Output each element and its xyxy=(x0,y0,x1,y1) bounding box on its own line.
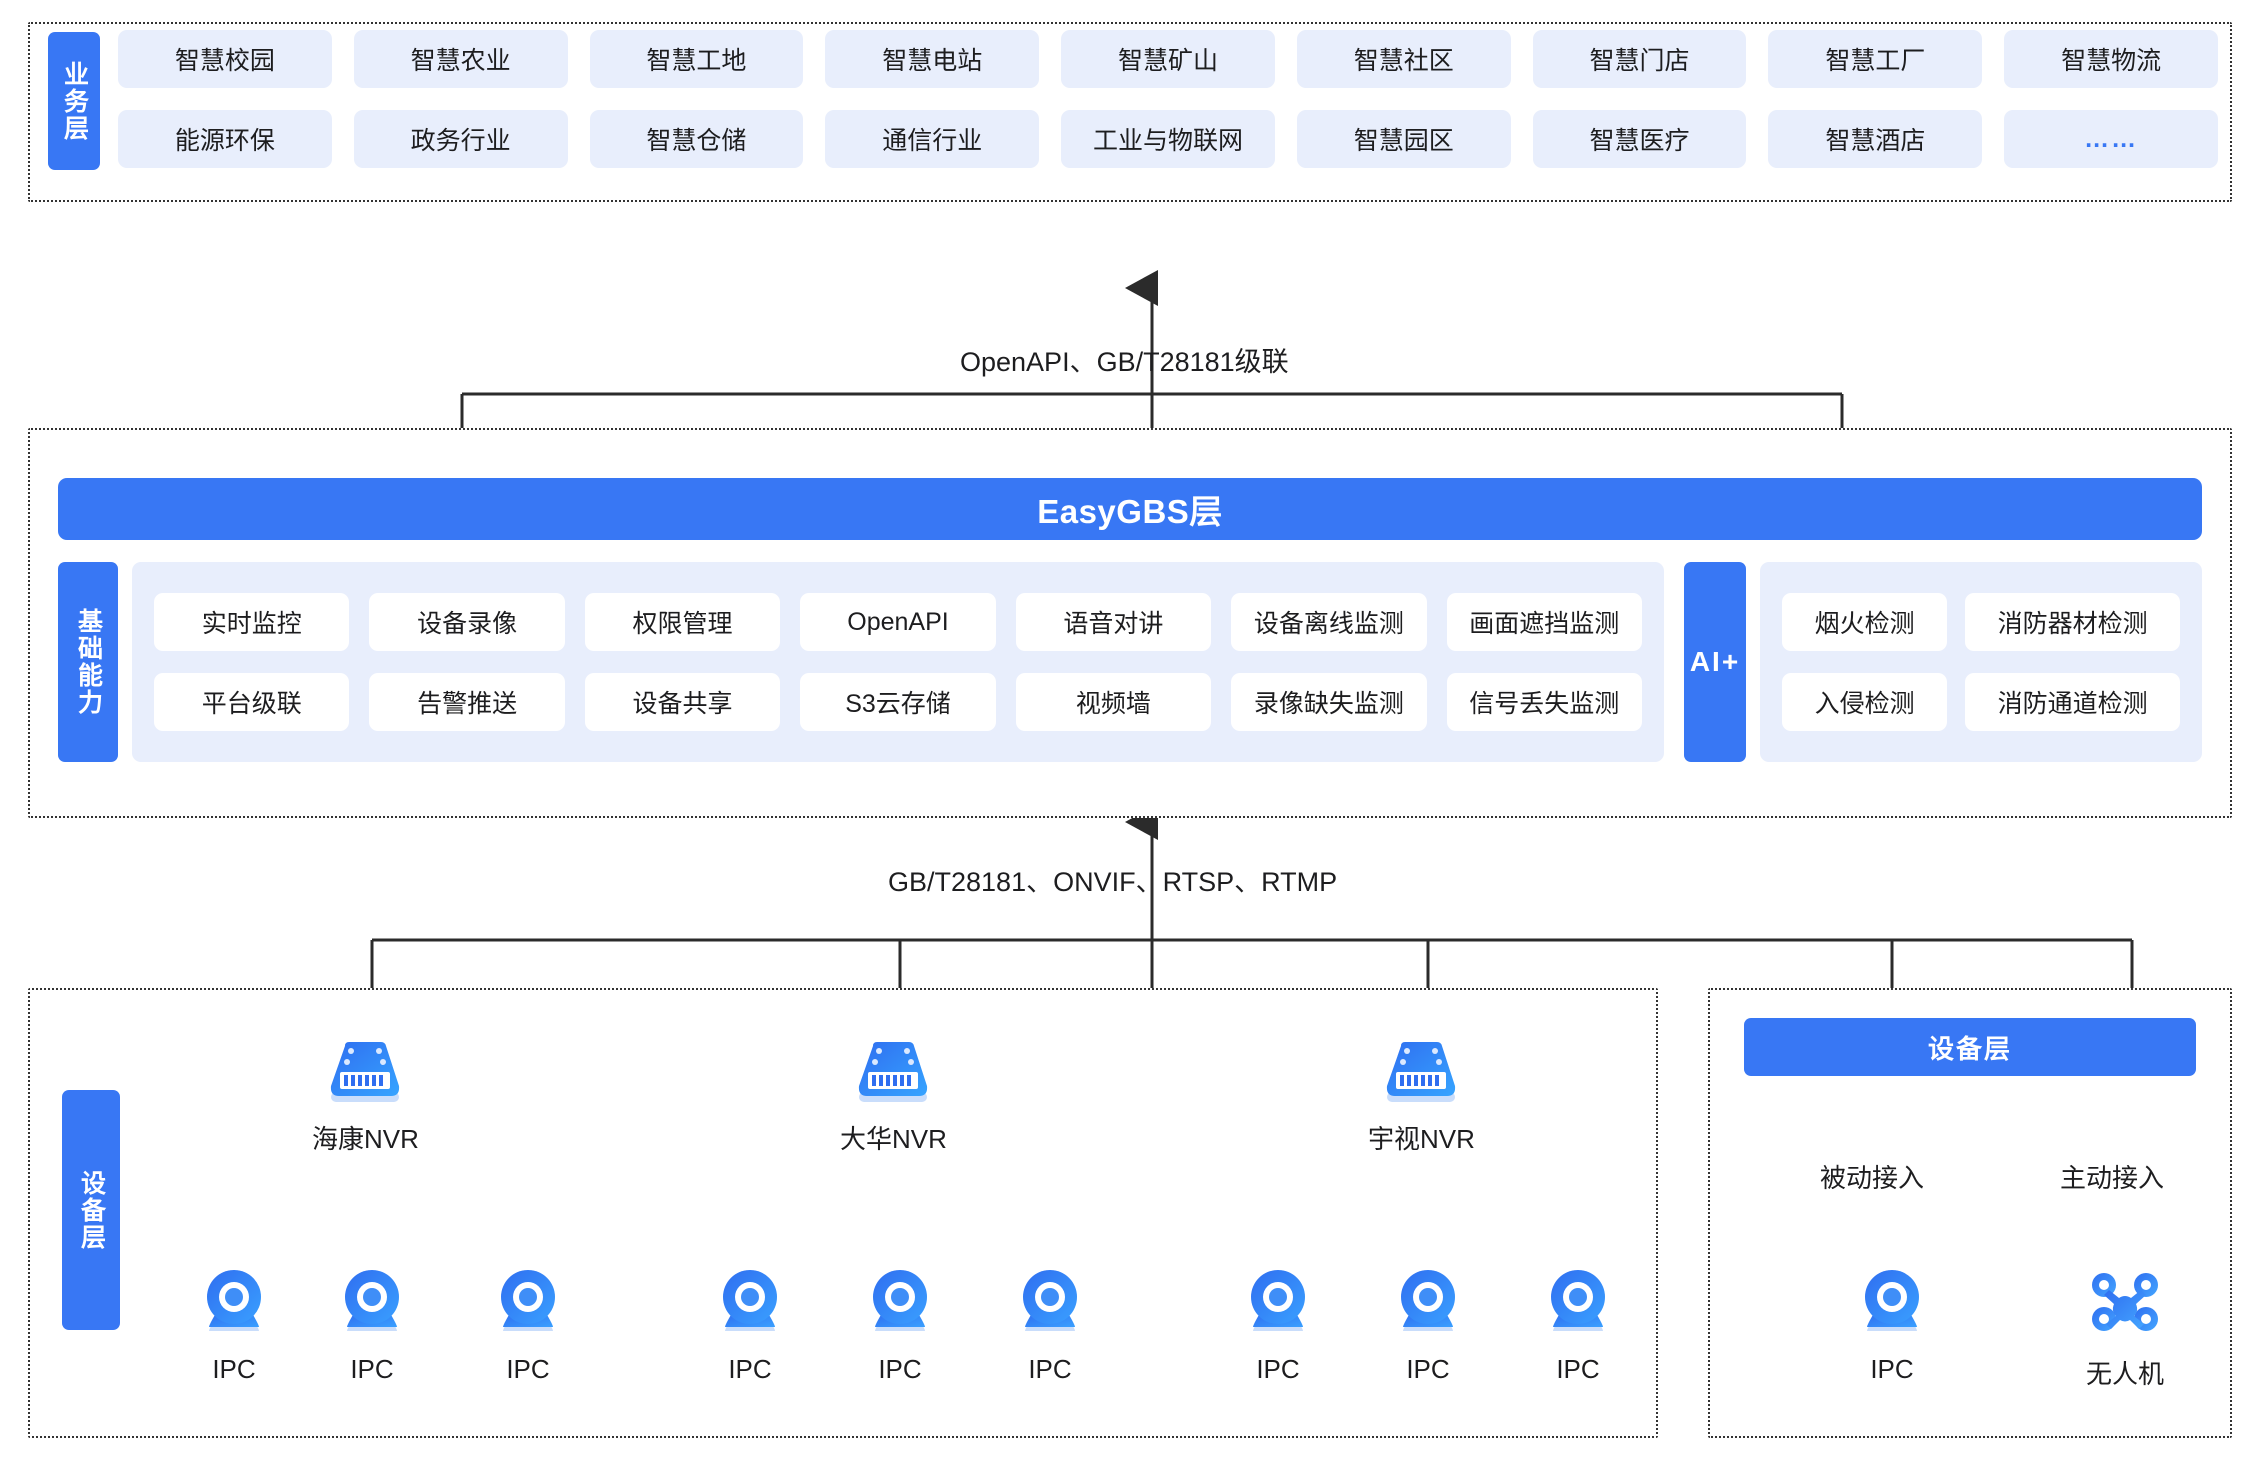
business-tag-more[interactable]: …… xyxy=(2004,110,2218,168)
ipc-label: IPC xyxy=(878,1354,922,1384)
business-tag[interactable]: 政务行业 xyxy=(353,110,568,168)
ipc-node[interactable]: IPC xyxy=(1240,1265,1316,1385)
ai-tag[interactable]: 烟火检测 xyxy=(1782,593,1948,651)
ipc-label: IPC xyxy=(1556,1354,1600,1384)
ipc-label: IPC xyxy=(212,1354,256,1384)
capability-row-2: 平台级联 告警推送 设备共享 S3云存储 视频墙 录像缺失监测 信号丢失监测 xyxy=(154,673,1642,731)
device-layer-label: 设备层 xyxy=(62,1090,120,1330)
ai-row-2: 入侵检测 消防通道检测 xyxy=(1782,673,2180,731)
ai-tag[interactable]: 消防通道检测 xyxy=(1965,673,2180,731)
business-tag[interactable]: 智慧工厂 xyxy=(1768,30,1983,88)
access-mode-label-active: 主动接入 xyxy=(2060,1163,2165,1193)
device-layer-container-left xyxy=(28,988,1658,1438)
ipc-label: IPC xyxy=(506,1354,550,1384)
capability-tag[interactable]: S3云存储 xyxy=(800,673,996,731)
capability-tag[interactable]: 告警推送 xyxy=(369,673,565,731)
capability-tag[interactable]: 平台级联 xyxy=(154,673,350,731)
business-tag[interactable]: 工业与物联网 xyxy=(1061,110,1275,168)
ipc-label: IPC xyxy=(1256,1354,1300,1384)
business-tag[interactable]: 智慧园区 xyxy=(1296,110,1511,168)
ipc-node[interactable]: IPC xyxy=(334,1265,410,1385)
access-mode-label-passive: 被动接入 xyxy=(1820,1163,1925,1193)
business-tag[interactable]: 能源环保 xyxy=(118,110,332,168)
capability-tag[interactable]: 实时监控 xyxy=(154,593,350,651)
ipc-camera-icon xyxy=(1390,1265,1466,1346)
ai-capability-panel: 烟火检测 消防器材检测 入侵检测 消防通道检测 xyxy=(1760,562,2202,762)
ipc-node[interactable]: IPC xyxy=(712,1265,788,1385)
ai-tag[interactable]: 消防器材检测 xyxy=(1965,593,2180,651)
business-tag[interactable]: 智慧酒店 xyxy=(1768,110,1983,168)
business-tag[interactable]: 智慧矿山 xyxy=(1061,30,1275,88)
ipc-node[interactable]: IPC xyxy=(490,1265,566,1385)
ipc-camera-icon xyxy=(1854,1265,1930,1346)
nvr-icon xyxy=(1379,1040,1463,1111)
ipc-label: IPC xyxy=(1870,1354,1914,1384)
capability-tag[interactable]: OpenAPI xyxy=(800,593,996,651)
ipc-label: IPC xyxy=(728,1354,772,1384)
business-tag[interactable]: 智慧物流 xyxy=(2004,30,2218,88)
capability-row-1: 实时监控 设备录像 权限管理 OpenAPI 语音对讲 设备离线监测 画面遮挡监… xyxy=(154,593,1642,651)
business-tag[interactable]: 智慧校园 xyxy=(118,30,332,88)
business-tag[interactable]: 智慧门店 xyxy=(1532,30,1747,88)
business-tag[interactable]: 智慧工地 xyxy=(589,30,804,88)
capability-panel: 实时监控 设备录像 权限管理 OpenAPI 语音对讲 设备离线监测 画面遮挡监… xyxy=(132,562,1664,762)
nvr-icon xyxy=(323,1040,407,1111)
ipc-label: IPC xyxy=(1406,1354,1450,1384)
ipc-node[interactable]: IPC xyxy=(1012,1265,1088,1385)
drone-node[interactable]: 无人机 xyxy=(2086,1265,2164,1391)
ai-row-1: 烟火检测 消防器材检测 xyxy=(1782,593,2180,651)
capability-tag[interactable]: 语音对讲 xyxy=(1015,593,1212,651)
easygbs-layer-bar: EasyGBS层 xyxy=(58,478,2202,540)
nvr-node[interactable]: 宇视NVR xyxy=(1368,1040,1475,1156)
ipc-label: IPC xyxy=(1028,1354,1072,1384)
ipc-node[interactable]: IPC xyxy=(1390,1265,1466,1385)
drone-label: 无人机 xyxy=(2086,1359,2165,1389)
ipc-camera-icon xyxy=(1012,1265,1088,1346)
business-tag[interactable]: 智慧仓储 xyxy=(589,110,804,168)
business-tag[interactable]: 通信行业 xyxy=(825,110,1040,168)
capability-tag[interactable]: 设备离线监测 xyxy=(1231,593,1427,651)
ipc-label: IPC xyxy=(350,1354,394,1384)
ipc-node[interactable]: IPC xyxy=(1540,1265,1616,1385)
ipc-node[interactable]: IPC xyxy=(1854,1265,1930,1385)
ipc-camera-icon xyxy=(196,1265,272,1346)
connector-label-protocols: GB/T28181、ONVIF、RTSP、RTMP xyxy=(888,867,1338,897)
capability-tag[interactable]: 信号丢失监测 xyxy=(1446,673,1642,731)
ai-tag[interactable]: 入侵检测 xyxy=(1782,673,1948,731)
business-layer-label: 业务层 xyxy=(48,32,100,170)
ipc-camera-icon xyxy=(490,1265,566,1346)
nvr-label: 海康NVR xyxy=(312,1124,419,1154)
device-layer-bar: 设备层 xyxy=(1744,1018,2196,1076)
capability-tag[interactable]: 权限管理 xyxy=(584,593,781,651)
ipc-node[interactable]: IPC xyxy=(196,1265,272,1385)
nvr-node[interactable]: 海康NVR xyxy=(312,1040,419,1156)
business-tag[interactable]: 智慧电站 xyxy=(825,30,1040,88)
ipc-camera-icon xyxy=(1240,1265,1316,1346)
nvr-label: 大华NVR xyxy=(840,1124,947,1154)
ai-plus-label: AI+ xyxy=(1684,562,1746,762)
capability-tag[interactable]: 设备录像 xyxy=(369,593,565,651)
nvr-node[interactable]: 大华NVR xyxy=(840,1040,947,1156)
drone-icon xyxy=(2087,1265,2163,1346)
ipc-camera-icon xyxy=(712,1265,788,1346)
ipc-node[interactable]: IPC xyxy=(862,1265,938,1385)
ipc-camera-icon xyxy=(862,1265,938,1346)
capability-tag[interactable]: 录像缺失监测 xyxy=(1231,673,1427,731)
connector-label-openapi: OpenAPI、GB/T28181级联 xyxy=(960,347,1289,377)
business-tag[interactable]: 智慧医疗 xyxy=(1532,110,1747,168)
capability-layer-label: 基础能力 xyxy=(58,562,118,762)
nvr-label: 宇视NVR xyxy=(1368,1124,1475,1154)
capability-tag[interactable]: 设备共享 xyxy=(584,673,781,731)
capability-tag[interactable]: 画面遮挡监测 xyxy=(1446,593,1642,651)
nvr-icon xyxy=(851,1040,935,1111)
business-tag[interactable]: 智慧社区 xyxy=(1296,30,1511,88)
business-layer-tag-grid: 智慧校园 智慧农业 智慧工地 智慧电站 智慧矿山 智慧社区 智慧门店 智慧工厂 … xyxy=(118,30,2218,168)
ipc-camera-icon xyxy=(334,1265,410,1346)
business-tag[interactable]: 智慧农业 xyxy=(353,30,568,88)
ipc-camera-icon xyxy=(1540,1265,1616,1346)
capability-tag[interactable]: 视频墙 xyxy=(1015,673,1212,731)
